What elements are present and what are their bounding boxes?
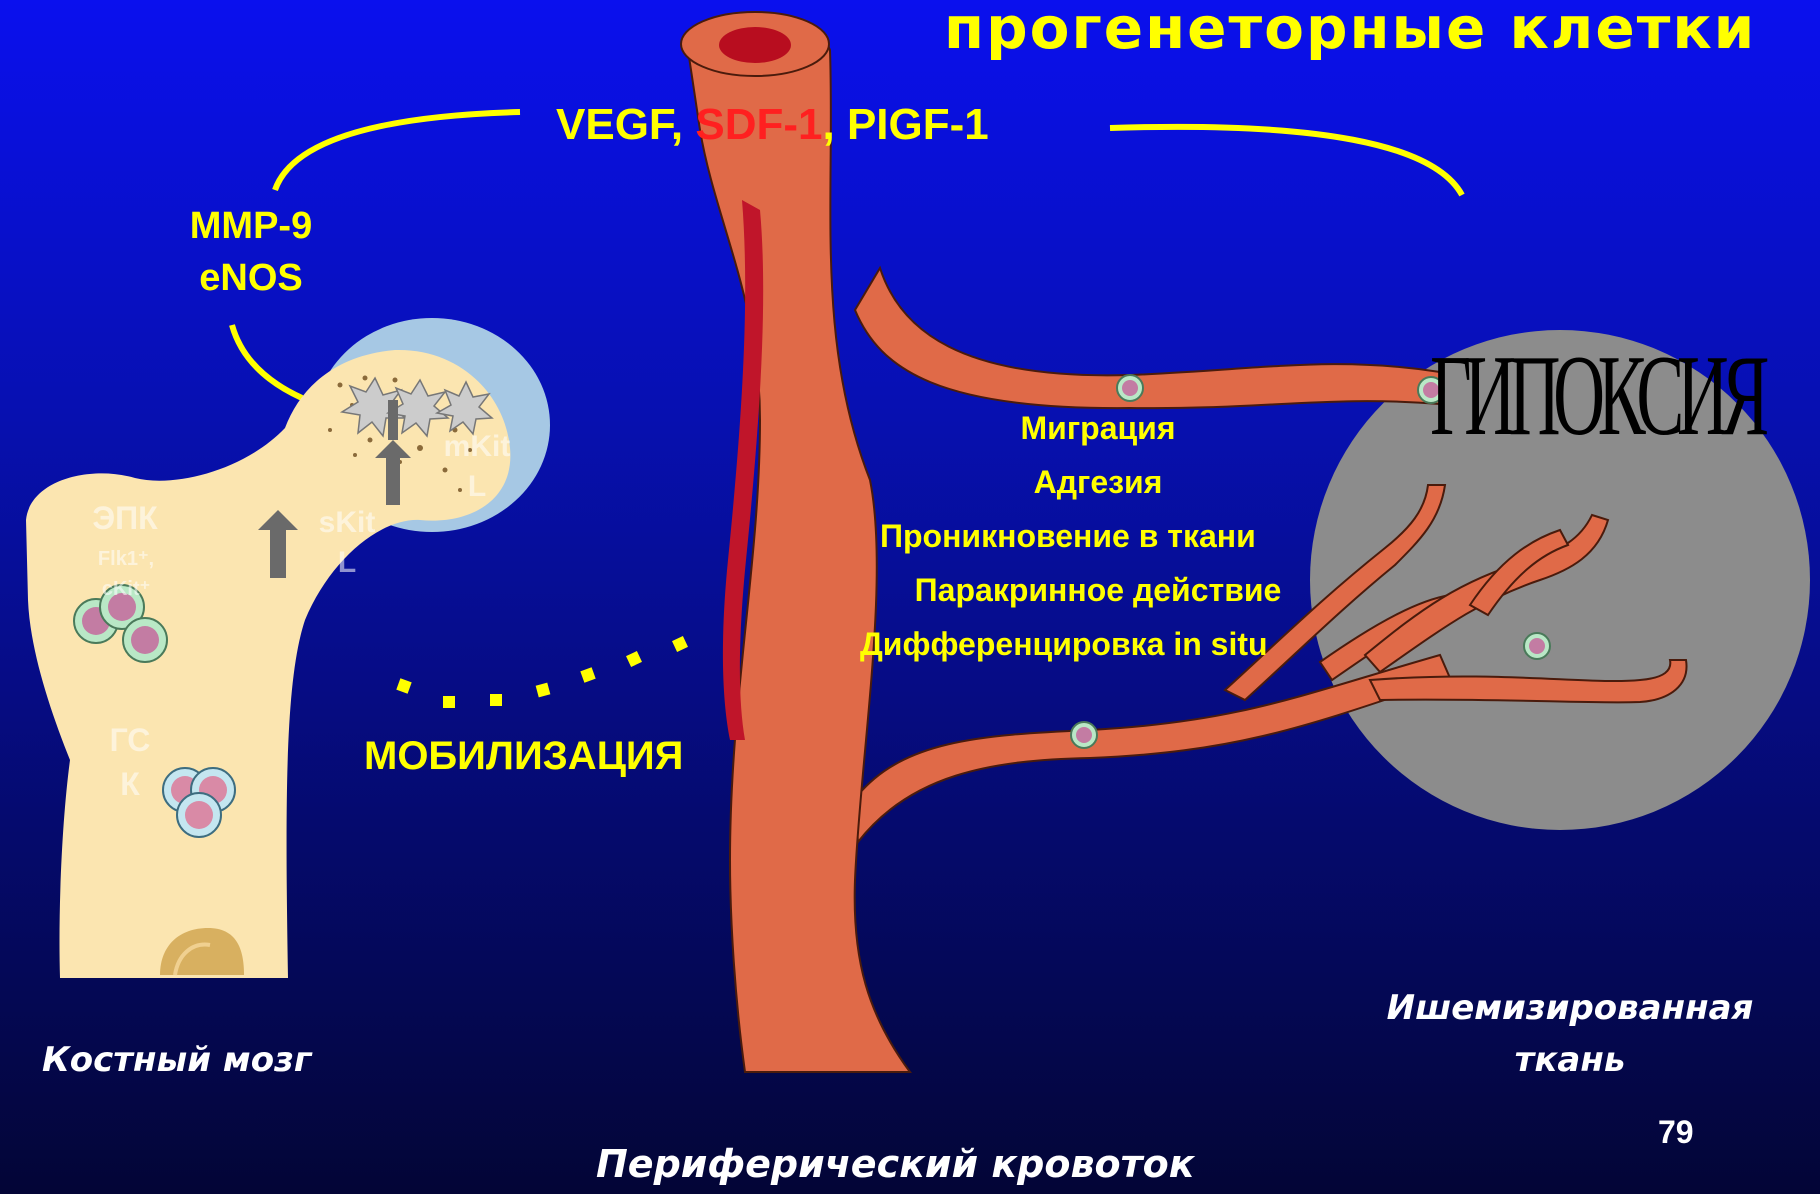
- page-title: прогенеторные клетки: [944, 0, 1756, 62]
- factor-pigf: , PIGF-1: [823, 100, 989, 149]
- process-step: Проникновение в ткани: [880, 518, 1256, 555]
- vessel-lumen-inner: [719, 27, 791, 63]
- caption-ischemic-tissue: Ишемизированная: [1370, 988, 1770, 1028]
- enzyme-enos: eNOS: [166, 257, 336, 300]
- caption-peripheral-blood: Периферический кровоток: [596, 1142, 1195, 1186]
- enzyme-mmp9: MMP-9: [166, 205, 336, 248]
- mkit-label: L: [432, 470, 522, 504]
- process-step: Паракринное действие: [858, 572, 1338, 609]
- skit-label: L: [302, 546, 392, 580]
- factor-list: VEGF, SDF-1, PIGF-1: [556, 100, 989, 150]
- process-step: Адгезия: [858, 464, 1338, 501]
- hsc-label: К: [100, 766, 160, 803]
- epc-markers: Flk1⁺,: [78, 546, 174, 571]
- mobilization-label: МОБИЛИЗАЦИЯ: [364, 734, 683, 779]
- signal-arc-right: [1110, 127, 1462, 195]
- mobilization-dotted-path: [396, 636, 688, 708]
- epc-label: ЭПК: [80, 500, 170, 537]
- mkit-label: mKit: [432, 430, 522, 464]
- process-step: Дифференцировка in situ: [860, 626, 1268, 663]
- epc-markers: cKit⁺: [78, 576, 174, 601]
- factor-sdf: SDF-1: [695, 100, 822, 149]
- factor-vegf: VEGF,: [556, 100, 695, 149]
- signal-arc-left: [275, 112, 520, 190]
- caption-bone-marrow: Костный мозг: [42, 1040, 312, 1080]
- process-step: Миграция: [858, 410, 1338, 447]
- enzyme-connector: [232, 325, 302, 398]
- skit-label: sKit: [302, 506, 392, 540]
- hsc-label: ГС: [100, 722, 160, 759]
- page-number: 79: [1658, 1114, 1694, 1151]
- caption-ischemic-tissue: ткань: [1370, 1040, 1770, 1080]
- hypoxia-label: ГИПОКСИЯ: [1430, 330, 1762, 463]
